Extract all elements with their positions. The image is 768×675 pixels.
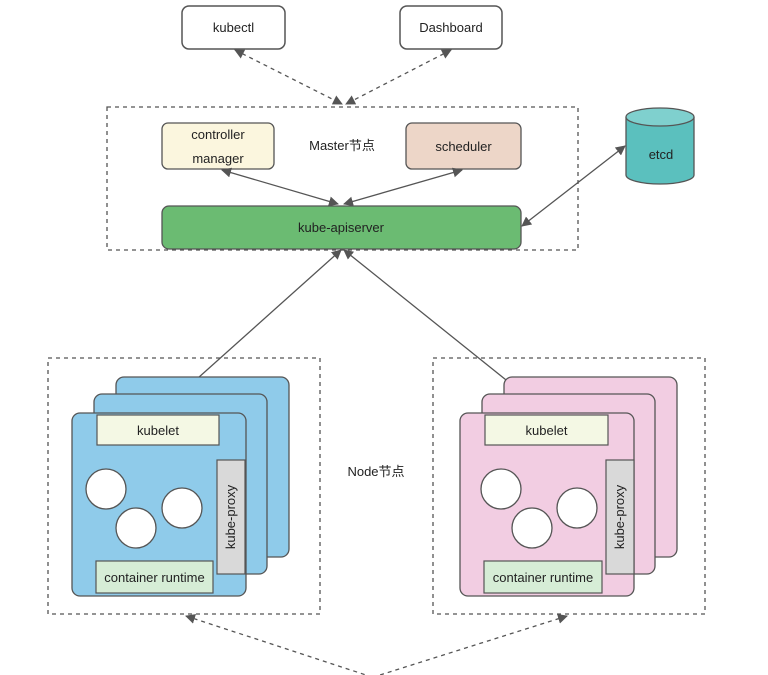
left-node-frame [47,357,321,615]
kube-apiserver-label: kube-apiserver [298,220,385,235]
controller-manager-box: controller manager [161,122,275,170]
scheduler-label: scheduler [435,139,492,154]
controller-manager-label-line1: controller [191,127,245,142]
scheduler-box: scheduler [405,122,522,170]
left-pods [85,468,203,549]
master-internal-links [221,167,463,207]
right-pod-2 [556,487,598,529]
etcd-label: etcd [649,147,674,162]
master-node-label: Master节点 [309,138,375,153]
kube-apiserver-box: kube-apiserver [161,205,522,250]
left-pod-2 [161,487,203,529]
controller-manager-label-line2: manager [192,151,244,166]
kubectl-box: kubectl [181,5,286,50]
right-node-frame [432,357,706,615]
left-pod-3 [115,507,157,549]
master-node-frame [106,106,579,251]
right-pod-1 [480,468,522,510]
bottom-links [185,613,568,675]
right-container-runtime-box: container runtime [483,560,603,594]
right-kubelet-box: kubelet [484,414,609,446]
left-kubelet-box: kubelet [96,414,220,446]
left-kube-proxy-box: kube-proxy [216,459,246,575]
left-kube-proxy-label: kube-proxy [223,484,238,549]
left-kubelet-label: kubelet [137,423,179,438]
right-kubelet-label: kubelet [526,423,568,438]
node-label: Node节点 [347,464,404,479]
etcd-cylinder: etcd [625,107,695,185]
client-links [234,49,452,105]
left-container-runtime-label: container runtime [104,570,204,585]
right-kube-proxy-box: kube-proxy [605,459,635,575]
dashboard-box: Dashboard [399,5,503,50]
left-container-runtime-box: container runtime [95,560,214,594]
right-pods [480,468,598,549]
dashboard-label: Dashboard [419,20,483,35]
apiserver-etcd-link [521,145,626,227]
right-container-runtime-label: container runtime [493,570,593,585]
right-pod-3 [511,507,553,549]
kubectl-label: kubectl [213,20,254,35]
right-kube-proxy-label: kube-proxy [612,484,627,549]
left-pod-1 [85,468,127,510]
